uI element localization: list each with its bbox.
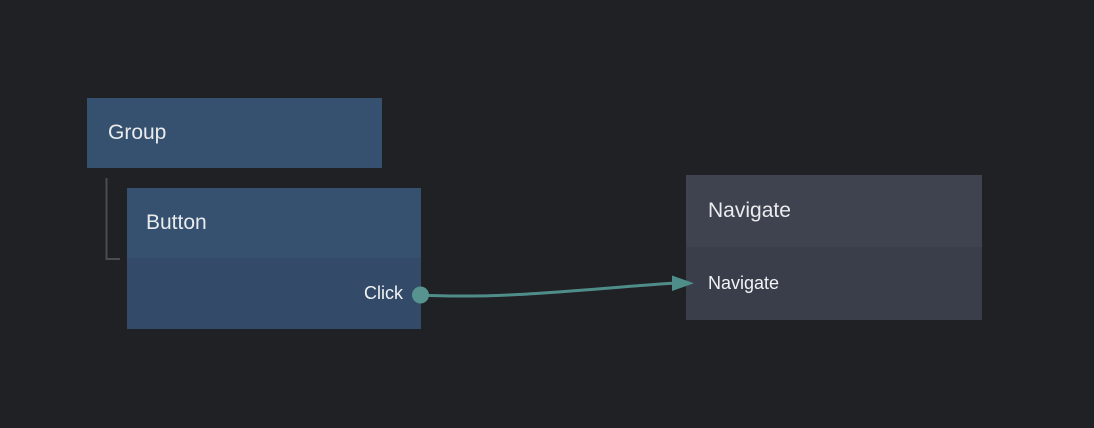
connection-wire[interactable] xyxy=(419,275,694,298)
tree-connector-line xyxy=(105,178,120,260)
group-node-title: Group xyxy=(108,121,167,144)
button-node[interactable]: Button Click xyxy=(127,188,421,329)
button-node-title: Button xyxy=(146,211,207,234)
group-node-header: Group xyxy=(87,98,382,168)
output-port-dot-icon[interactable] xyxy=(412,286,429,304)
button-node-events-row: Click xyxy=(127,258,421,329)
navigate-action-row[interactable]: Navigate xyxy=(686,247,982,320)
arrowhead-icon xyxy=(672,275,694,291)
navigate-node-title: Navigate xyxy=(708,199,791,222)
button-node-header: Button xyxy=(127,188,421,258)
navigate-action-label: Navigate xyxy=(708,273,780,293)
navigate-node-header: Navigate xyxy=(686,175,982,247)
click-output-port-label: Click xyxy=(364,283,403,303)
group-node[interactable]: Group xyxy=(87,98,382,168)
connection-wire-path[interactable] xyxy=(419,281,673,298)
navigate-node[interactable]: Navigate Navigate xyxy=(686,175,982,320)
